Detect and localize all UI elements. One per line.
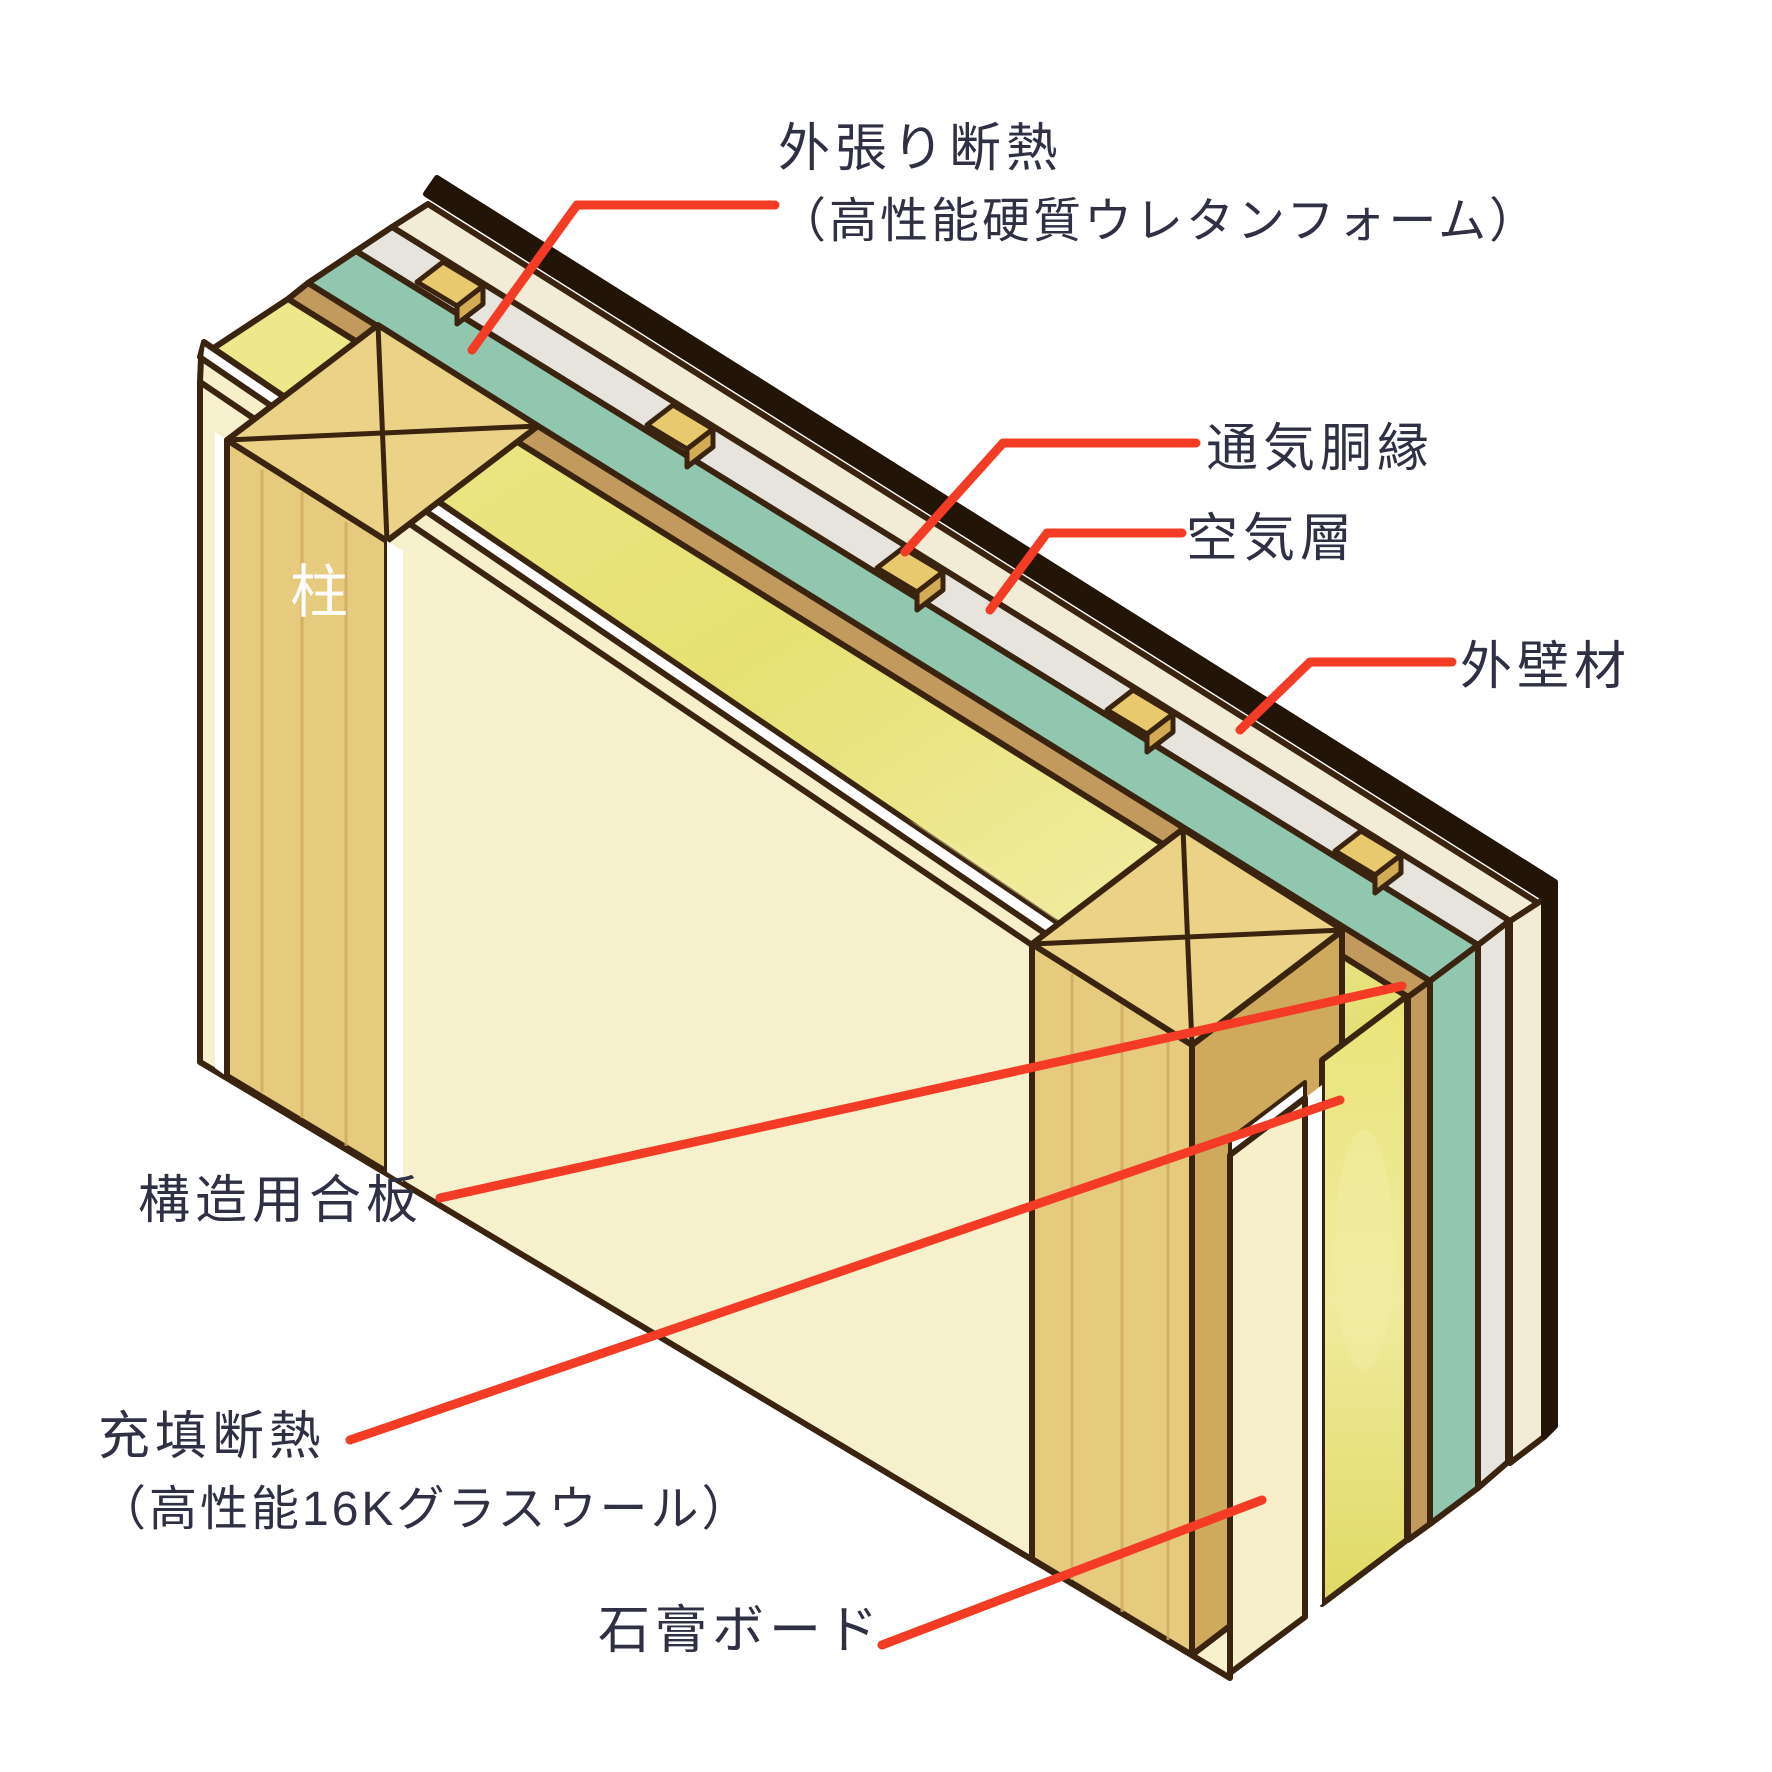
label-fill-insulation-line2: （高性能16Kグラスウール） bbox=[98, 1483, 753, 1537]
pillar1-wood-grain bbox=[260, 470, 348, 1146]
label-external-insulation-line2: （高性能硬質ウレタンフォーム） bbox=[778, 195, 1541, 249]
gypsum-front-face bbox=[197, 379, 1233, 1681]
label-external-insulation: 外張り断熱 （高性能硬質ウレタンフォーム） bbox=[778, 112, 1540, 257]
pillar2-cross-mark bbox=[1031, 828, 1344, 1046]
label-external-insulation-line1: 外張り断熱 bbox=[778, 120, 1064, 178]
pillar1-gap-right bbox=[387, 541, 403, 1182]
furring-blocks bbox=[414, 259, 1404, 896]
leader-air-layer bbox=[985, 528, 1187, 615]
cut-exterior-wall bbox=[1507, 896, 1547, 1466]
cut-gypsum-gap bbox=[1305, 1085, 1322, 1617]
cut-plywood bbox=[1405, 978, 1433, 1543]
furring-block-top bbox=[1104, 687, 1176, 737]
furring-block-top bbox=[1332, 828, 1404, 878]
label-fill-insulation: 充填断熱 （高性能16Kグラスウール） bbox=[98, 1400, 752, 1545]
leader-exterior-wall bbox=[1235, 657, 1457, 735]
leader-structural-plywood bbox=[435, 981, 1407, 1203]
label-ventilation-furring: 通気胴縁 bbox=[1206, 420, 1435, 478]
cut-gypsum-board bbox=[1227, 1095, 1308, 1676]
label-fill-insulation-line1: 充填断熱 bbox=[98, 1408, 327, 1466]
label-exterior-wall: 外壁材 bbox=[1460, 638, 1632, 696]
leader-gypsum-board bbox=[877, 1495, 1267, 1650]
label-gypsum-board: 石膏ボード bbox=[598, 1602, 884, 1660]
furring-block-top bbox=[874, 545, 946, 595]
label-air-layer: 空気層 bbox=[1186, 510, 1358, 568]
label-structural-plywood: 構造用合板 bbox=[138, 1172, 424, 1230]
pillar1-cross-mark bbox=[226, 324, 539, 542]
cut-exterior-edge bbox=[1541, 880, 1558, 1440]
cut-foam bbox=[1427, 942, 1481, 1527]
label-pillar: 柱 bbox=[290, 560, 349, 625]
cut-air bbox=[1475, 919, 1511, 1491]
leader-ventilation-furring bbox=[900, 438, 1201, 557]
furring-block-top bbox=[414, 259, 486, 309]
furring-block-top bbox=[644, 402, 716, 452]
leader-external-insulation bbox=[467, 200, 780, 355]
leader-fill-insulation bbox=[345, 1095, 1345, 1445]
